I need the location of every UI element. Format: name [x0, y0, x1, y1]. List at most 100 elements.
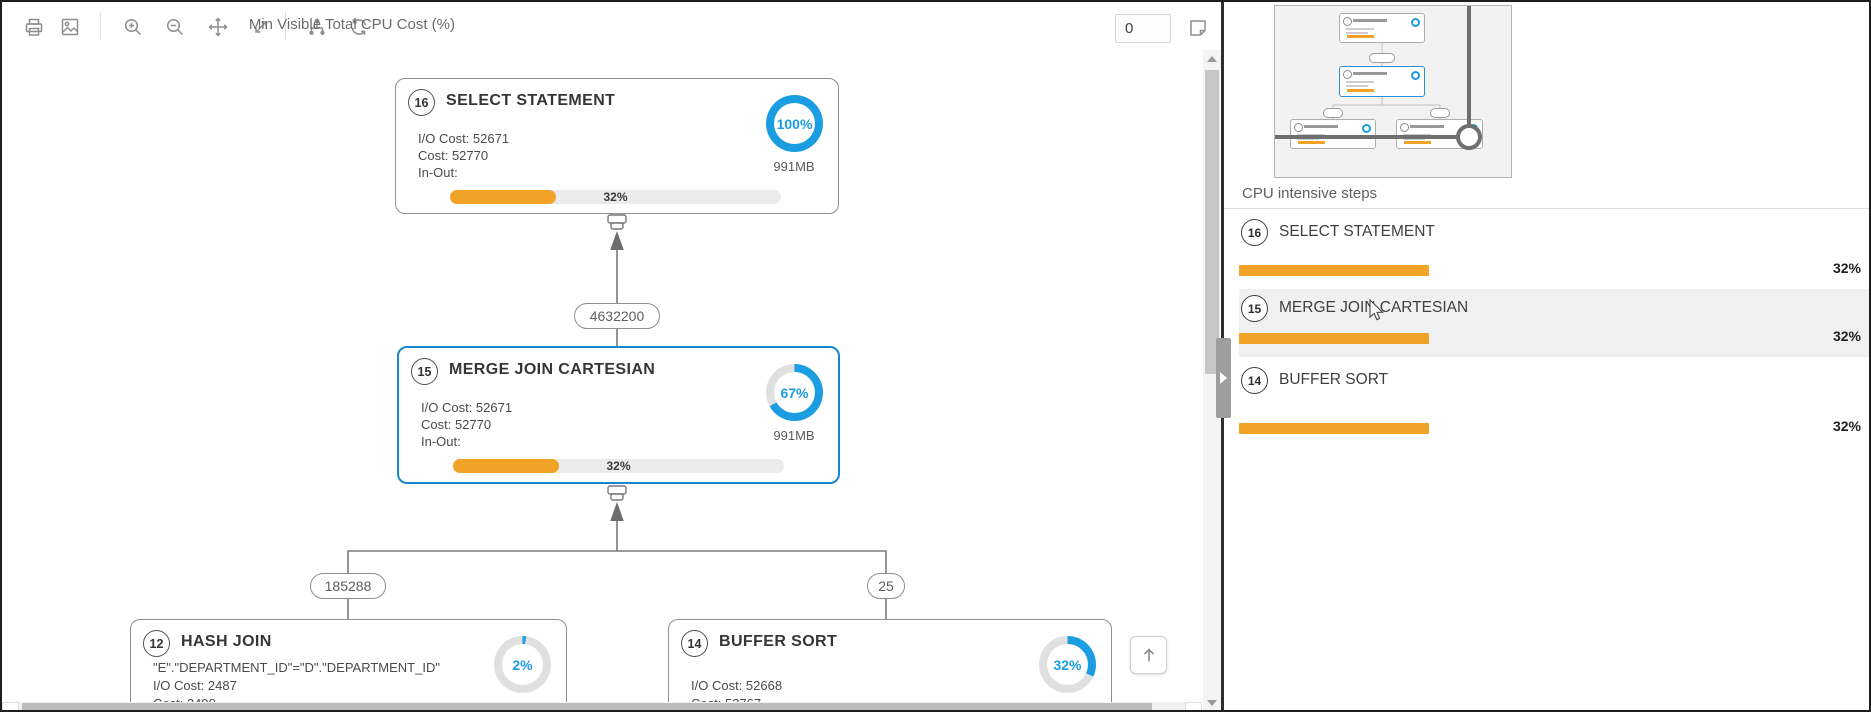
minimap-node-bar	[1298, 141, 1325, 144]
step-number-badge: 14	[1241, 367, 1268, 394]
memory-label: 991MB	[773, 159, 815, 174]
inout-bar-fill	[453, 459, 559, 473]
pan-button[interactable]	[206, 15, 230, 39]
export-image-button[interactable]	[58, 15, 82, 39]
pan-icon	[208, 17, 228, 37]
node-detail-line: Cost: 52770	[421, 417, 492, 432]
refresh-button[interactable]	[347, 15, 371, 39]
node-title: MERGE JOIN CARTESIAN	[449, 361, 656, 378]
zoom-out-icon	[166, 18, 184, 36]
step-number-badge: 15	[1241, 295, 1268, 322]
cpu-percent-value: 67%	[780, 384, 809, 401]
export-image-icon	[61, 18, 79, 36]
toolbar-separator	[100, 12, 101, 40]
hierarchy-layout-icon	[309, 18, 325, 35]
notes-button[interactable]	[1186, 16, 1210, 40]
inout-bar-track: 32%	[450, 190, 781, 204]
inout-bar-track: 32%	[453, 459, 784, 473]
cpu-percent-value: 32%	[1053, 656, 1082, 673]
cpu-step-row[interactable]: 16 SELECT STATEMENT 32%	[1239, 209, 1869, 289]
step-title: BUFFER SORT	[1279, 371, 1389, 388]
step-cpu-bar	[1239, 333, 1429, 344]
node-detail-line: I/O Cost: 52671	[421, 400, 513, 415]
node-detail-line: I/O Cost: 2487	[153, 678, 237, 693]
minimap-node-line	[1346, 32, 1368, 34]
hierarchy-layout-button[interactable]	[305, 15, 329, 39]
expand-right-icon	[1220, 372, 1227, 384]
plan-minimap[interactable]	[1274, 5, 1512, 178]
sort-funnel-icon	[607, 485, 627, 501]
minimap-node-bar	[1347, 35, 1374, 38]
minimap-node-ring	[1362, 124, 1371, 133]
min-cpu-cost-input[interactable]	[1115, 14, 1171, 43]
minimap-edge-label	[1323, 108, 1343, 118]
vertical-scrollbar-thumb[interactable]	[1205, 70, 1219, 374]
step-cpu-percent: 32%	[1832, 328, 1861, 344]
step-number-badge: 16	[1241, 219, 1268, 246]
step-cpu-bar	[1239, 265, 1429, 276]
scroll-right-button[interactable]	[1185, 702, 1202, 710]
cpu-percent-value: 2%	[512, 656, 533, 673]
minimap-node-merge	[1339, 66, 1425, 97]
edge-cardinality-label: 185288	[310, 573, 386, 599]
edge-cardinality-label: 25	[867, 573, 905, 599]
minimap-node-select	[1339, 13, 1425, 43]
fit-to-screen-icon	[255, 21, 267, 33]
scroll-left-button[interactable]	[2, 702, 19, 710]
minimap-node-title	[1353, 19, 1387, 22]
step-cpu-percent: 32%	[1832, 260, 1861, 276]
minimap-node-badge	[1400, 123, 1409, 132]
node-title: SELECT STATEMENT	[446, 92, 616, 109]
diagram-toolbar: Min Visible Total CPU Cost (%)	[2, 2, 1221, 50]
minimap-edge-label	[1430, 108, 1450, 118]
minimap-viewport-handle	[1456, 124, 1482, 150]
print-button[interactable]	[22, 15, 46, 39]
minimap-node-line	[1346, 28, 1374, 30]
sort-funnel-icon	[607, 214, 627, 230]
plan-edges	[347, 214, 887, 619]
panel-divider-line	[1224, 208, 1869, 209]
fit-to-screen-button[interactable]	[249, 15, 273, 39]
node-detail-line: In-Out:	[418, 165, 458, 180]
step-cpu-bar	[1239, 423, 1429, 434]
arrowhead-up	[610, 231, 624, 250]
cpu-steps-panel: CPU intensive steps 16 SELECT STATEMENT 32…	[1224, 2, 1869, 710]
minimap-edge-label	[1369, 53, 1395, 63]
panel-splitter-handle[interactable]	[1216, 338, 1231, 418]
horizontal-scrollbar[interactable]	[2, 702, 1202, 710]
edge-cardinality-label: 4632200	[574, 303, 660, 329]
minimap-viewport[interactable]	[1275, 6, 1512, 178]
cpu-percent-ring: 32%	[1039, 636, 1096, 693]
scroll-down-arrow[interactable]	[1207, 700, 1217, 706]
step-title: SELECT STATEMENT	[1279, 223, 1435, 240]
step-number-badge: 12	[143, 630, 170, 657]
node-title: HASH JOIN	[181, 633, 272, 650]
arrowhead-up	[610, 502, 624, 521]
horizontal-scrollbar-thumb[interactable]	[22, 703, 1152, 710]
node-detail-line: Cost: 52770	[418, 148, 489, 163]
step-number-badge: 15	[411, 358, 438, 385]
vertical-scrollbar[interactable]	[1203, 50, 1221, 710]
node-detail-line: In-Out:	[421, 434, 461, 449]
node-detail-line: I/O Cost: 52671	[418, 131, 510, 146]
zoom-out-button[interactable]	[163, 15, 187, 39]
zoom-in-button[interactable]	[121, 15, 145, 39]
minimap-node-bar	[1404, 141, 1431, 144]
minimap-node-badge	[1343, 17, 1352, 26]
scroll-to-top-button[interactable]	[1130, 636, 1167, 674]
minimap-node-badge	[1343, 70, 1352, 79]
notes-icon	[1190, 20, 1206, 36]
cpu-percent-ring: 100%	[766, 95, 823, 152]
cpu-percent-value: 100%	[776, 115, 813, 132]
scroll-up-arrow[interactable]	[1207, 56, 1217, 62]
zoom-in-icon	[124, 18, 142, 36]
cpu-steps-header: CPU intensive steps	[1242, 185, 1378, 202]
